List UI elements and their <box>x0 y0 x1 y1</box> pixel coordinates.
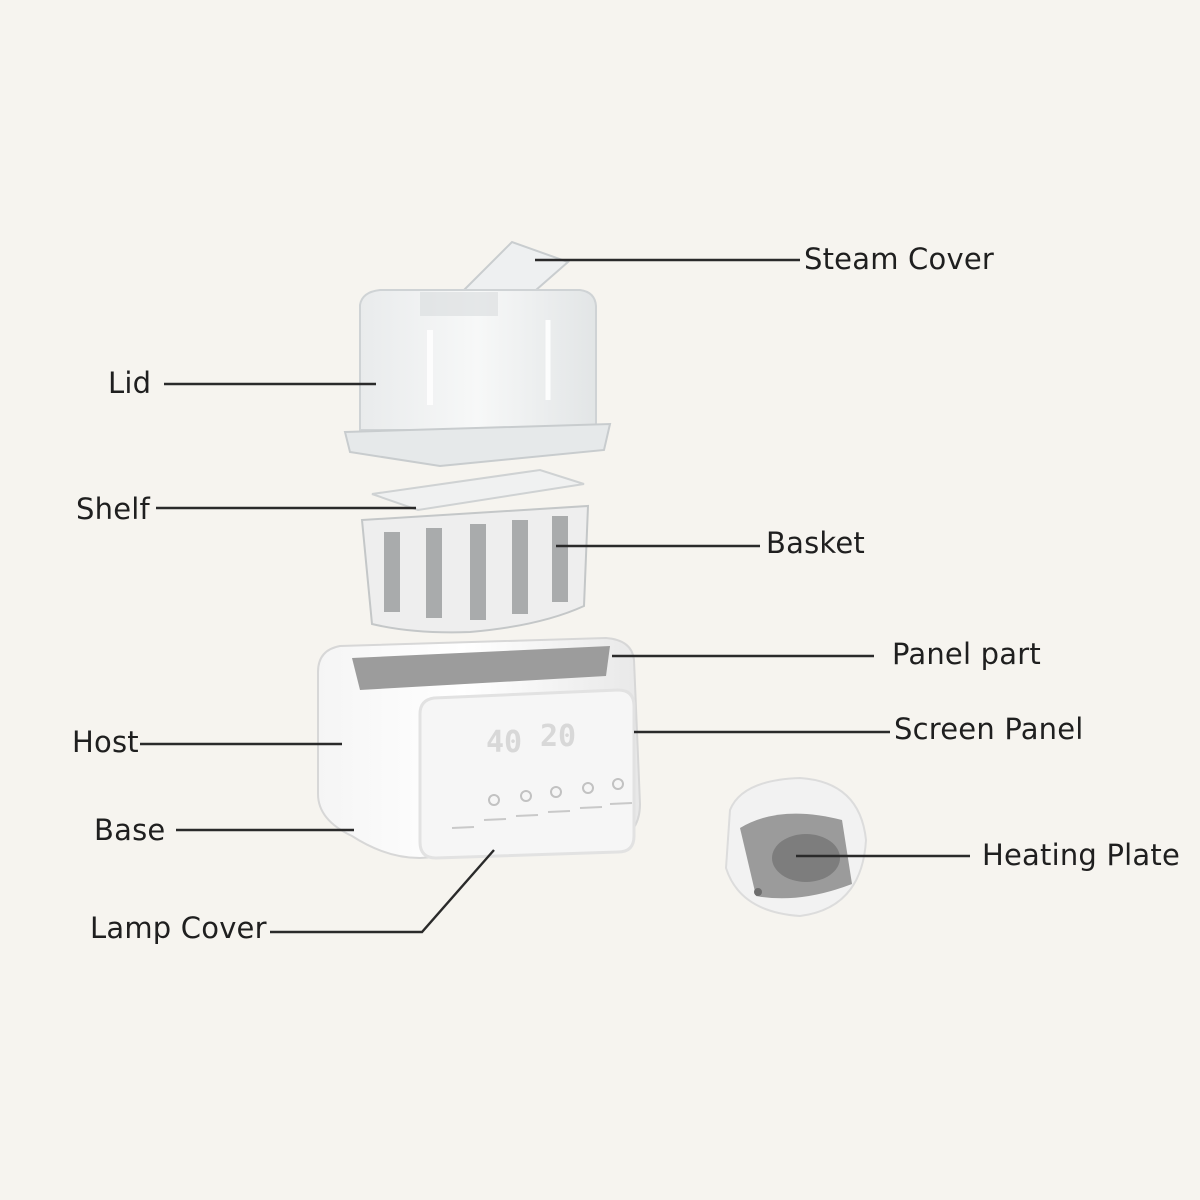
display-time-right: 20 <box>540 719 576 754</box>
label-panel-part: Panel part <box>892 637 1041 671</box>
shelf-part <box>371 468 585 512</box>
callout-lines <box>140 258 970 934</box>
label-lamp-cover: Lamp Cover <box>90 911 267 945</box>
label-host: Host <box>72 725 139 759</box>
label-shelf: Shelf <box>76 492 150 526</box>
label-heating-plate: Heating Plate <box>982 838 1180 872</box>
label-base: Base <box>94 813 166 847</box>
label-screen-panel: Screen Panel <box>894 712 1084 746</box>
basket-part <box>360 504 590 634</box>
label-lid: Lid <box>108 366 152 400</box>
label-steam-cover: Steam Cover <box>804 242 994 276</box>
screen-display: 40 20 <box>486 719 576 760</box>
lid-part <box>343 289 612 468</box>
label-basket: Basket <box>766 526 865 560</box>
host-part <box>317 636 642 860</box>
display-time-left: 40 <box>486 725 522 760</box>
callout-line-lamp-cover <box>270 849 495 934</box>
heating-plate-inset <box>724 776 868 918</box>
